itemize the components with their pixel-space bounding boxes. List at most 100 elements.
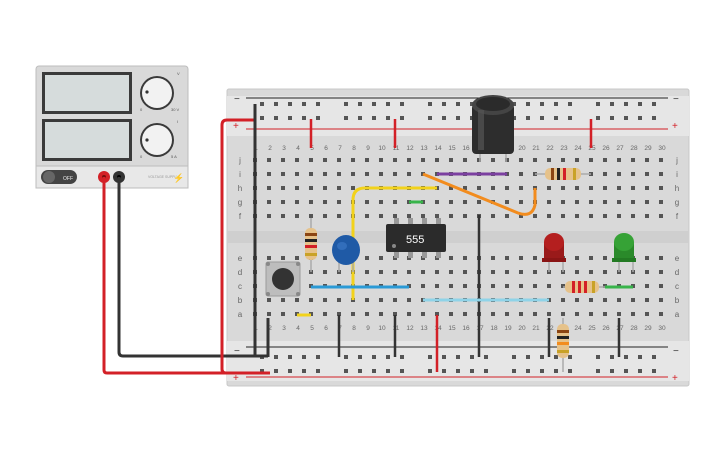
hole-i-10[interactable]: [379, 172, 383, 176]
rail-hole-1-0-0[interactable]: [260, 116, 264, 120]
hole-d-12[interactable]: [407, 270, 411, 274]
hole-g-28[interactable]: [631, 200, 635, 204]
rail-hole-0-0-4[interactable]: [316, 102, 320, 106]
rail-hole-3-4-2[interactable]: [624, 369, 628, 373]
rail-hole-3-3-2[interactable]: [540, 369, 544, 373]
pushbutton[interactable]: [265, 261, 301, 297]
rail-hole-3-2-0[interactable]: [428, 369, 432, 373]
hole-j-13[interactable]: [421, 158, 425, 162]
hole-b-23[interactable]: [561, 298, 565, 302]
hole-h-2[interactable]: [267, 186, 271, 190]
hole-h-30[interactable]: [659, 186, 663, 190]
rail-hole-1-4-1[interactable]: [610, 116, 614, 120]
components[interactable]: 555: [265, 95, 636, 372]
hole-g-19[interactable]: [505, 200, 509, 204]
hole-f-28[interactable]: [631, 214, 635, 218]
rail-hole-0-3-2[interactable]: [540, 102, 544, 106]
hole-e-25[interactable]: [589, 256, 593, 260]
rail-hole-1-4-2[interactable]: [624, 116, 628, 120]
rail-jumper-red-wire[interactable]: [220, 118, 255, 375]
hole-g-29[interactable]: [645, 200, 649, 204]
hole-g-22[interactable]: [547, 200, 551, 204]
hole-f-26[interactable]: [603, 214, 607, 218]
rail-hole-2-3-2[interactable]: [540, 355, 544, 359]
rail-hole-2-2-1[interactable]: [442, 355, 446, 359]
hole-c-21[interactable]: [533, 284, 537, 288]
rail-hole-0-4-0[interactable]: [596, 102, 600, 106]
hole-f-20[interactable]: [519, 214, 523, 218]
rail-hole-2-4-4[interactable]: [652, 355, 656, 359]
hole-e-20[interactable]: [519, 256, 523, 260]
rail-hole-3-1-4[interactable]: [400, 369, 404, 373]
hole-f-13[interactable]: [421, 214, 425, 218]
rail-hole-2-4-2[interactable]: [624, 355, 628, 359]
hole-h-15[interactable]: [449, 186, 453, 190]
hole-i-7[interactable]: [337, 172, 341, 176]
hole-h-16[interactable]: [463, 186, 467, 190]
rail-hole-0-1-2[interactable]: [372, 102, 376, 106]
rail-hole-3-1-1[interactable]: [358, 369, 362, 373]
power-supply[interactable]: 0 30 V V 0 5 A I OFF VOLTAGE SUPPLY ⚡: [35, 65, 189, 189]
rail-hole-1-0-2[interactable]: [288, 116, 292, 120]
hole-j-23[interactable]: [561, 158, 565, 162]
rail-hole-0-3-3[interactable]: [554, 102, 558, 106]
hole-a-8[interactable]: [351, 312, 355, 316]
hole-e-19[interactable]: [505, 256, 509, 260]
hole-b-30[interactable]: [659, 298, 663, 302]
rail-hole-0-1-0[interactable]: [344, 102, 348, 106]
hole-d-14[interactable]: [435, 270, 439, 274]
hole-g-25[interactable]: [589, 200, 593, 204]
hole-f-10[interactable]: [379, 214, 383, 218]
rail-hole-3-3-3[interactable]: [554, 369, 558, 373]
rail-hole-2-3-0[interactable]: [512, 355, 516, 359]
hole-j-6[interactable]: [323, 158, 327, 162]
resistor-r4[interactable]: [557, 318, 569, 372]
hole-d-26[interactable]: [603, 270, 607, 274]
rail-hole-1-0-3[interactable]: [302, 116, 306, 120]
hole-a-14[interactable]: [435, 312, 439, 316]
rail-hole-2-4-1[interactable]: [610, 355, 614, 359]
rail-hole-1-2-2[interactable]: [456, 116, 460, 120]
hole-a-7[interactable]: [337, 312, 341, 316]
hole-h-18[interactable]: [491, 186, 495, 190]
hole-g-7[interactable]: [337, 200, 341, 204]
hole-c-14[interactable]: [435, 284, 439, 288]
rail-hole-0-3-1[interactable]: [526, 102, 530, 106]
hole-j-29[interactable]: [645, 158, 649, 162]
hole-d-24[interactable]: [575, 270, 579, 274]
hole-f-3[interactable]: [281, 214, 285, 218]
hole-f-15[interactable]: [449, 214, 453, 218]
rail-hole-0-4-1[interactable]: [610, 102, 614, 106]
hole-a-16[interactable]: [463, 312, 467, 316]
hole-c-23[interactable]: [561, 284, 565, 288]
hole-j-12[interactable]: [407, 158, 411, 162]
resistor-r1[interactable]: [305, 218, 317, 272]
rail-hole-0-4-4[interactable]: [652, 102, 656, 106]
hole-b-9[interactable]: [365, 298, 369, 302]
hole-f-29[interactable]: [645, 214, 649, 218]
hole-e-18[interactable]: [491, 256, 495, 260]
hole-i-20[interactable]: [519, 172, 523, 176]
hole-b-12[interactable]: [407, 298, 411, 302]
hole-f-18[interactable]: [491, 214, 495, 218]
rail-hole-0-2-3[interactable]: [470, 102, 474, 106]
hole-i-29[interactable]: [645, 172, 649, 176]
supply-black-wire[interactable]: [117, 177, 268, 358]
green-led[interactable]: [612, 233, 636, 272]
power-switch[interactable]: OFF: [41, 170, 77, 184]
hole-g-23[interactable]: [561, 200, 565, 204]
hole-c-15[interactable]: [449, 284, 453, 288]
hole-f-23[interactable]: [561, 214, 565, 218]
hole-h-25[interactable]: [589, 186, 593, 190]
hole-b-29[interactable]: [645, 298, 649, 302]
hole-g-2[interactable]: [267, 200, 271, 204]
hole-i-28[interactable]: [631, 172, 635, 176]
hole-a-23[interactable]: [561, 312, 565, 316]
rail-hole-3-4-1[interactable]: [610, 369, 614, 373]
hole-d-16[interactable]: [463, 270, 467, 274]
hole-h-19[interactable]: [505, 186, 509, 190]
hole-e-2[interactable]: [267, 256, 271, 260]
rail-hole-0-2-1[interactable]: [442, 102, 446, 106]
rail-hole-2-4-3[interactable]: [638, 355, 642, 359]
hole-f-25[interactable]: [589, 214, 593, 218]
